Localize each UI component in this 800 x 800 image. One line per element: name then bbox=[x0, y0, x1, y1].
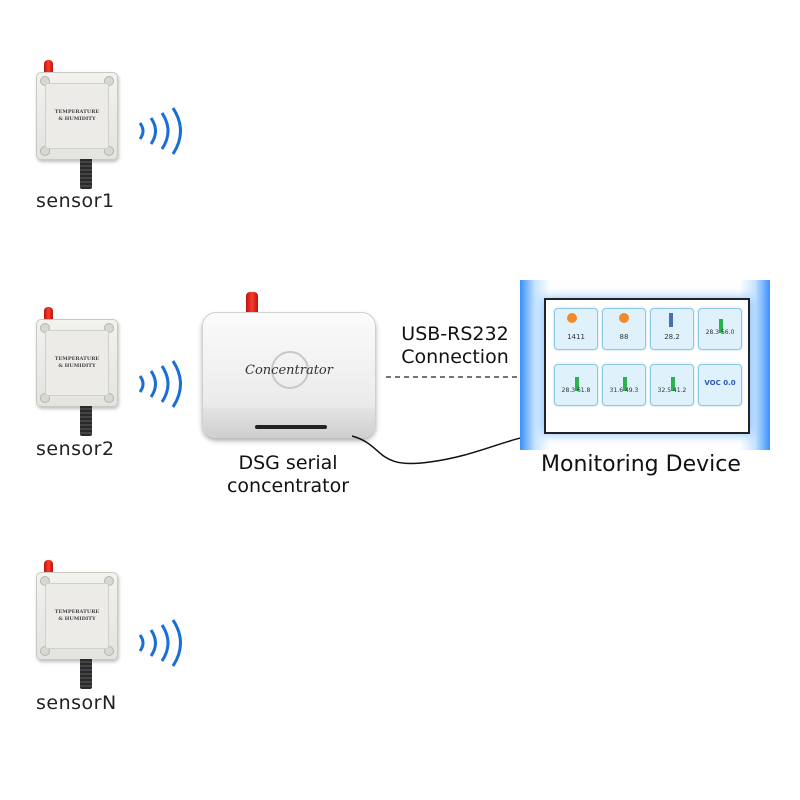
sensor-probe bbox=[80, 406, 92, 436]
screen-tile-value: 1411 bbox=[567, 333, 585, 341]
sensor-device-text-2: & HUMIDITY bbox=[58, 616, 96, 622]
wireless-signal-icon bbox=[138, 619, 182, 667]
monitoring-device-label: Monitoring Device bbox=[541, 452, 741, 477]
sensor-probe bbox=[80, 659, 92, 689]
sensor-label: sensorN bbox=[36, 692, 117, 714]
connection-label-line1: USB-RS232 bbox=[401, 323, 509, 345]
wireless-signal-icon bbox=[138, 107, 182, 155]
screen-tile-value: 88 bbox=[619, 333, 629, 341]
sensor-n: TEMPERATURE & HUMIDITY sensorN bbox=[30, 558, 190, 718]
sensor-device-text-2: & HUMIDITY bbox=[58, 363, 96, 369]
antenna-icon bbox=[246, 292, 258, 316]
antenna-icon bbox=[44, 307, 53, 321]
screen-tile-value: 31.6 49.3 bbox=[609, 387, 639, 394]
connection-label-line2: Connection bbox=[401, 346, 509, 368]
screen-tile-value: 28.2 bbox=[664, 333, 680, 341]
concentrator-label-line1: DSG serial bbox=[238, 452, 338, 474]
screen-tile-value: VOC 0.0 bbox=[704, 379, 736, 387]
screen-tile-value: 32.5 41.2 bbox=[657, 387, 687, 394]
sensor-device-text-2: & HUMIDITY bbox=[58, 116, 96, 122]
concentrator-label-line2: concentrator bbox=[226, 475, 350, 497]
concentrator-label: DSG serial concentrator bbox=[210, 452, 366, 498]
sensor-device: TEMPERATURE & HUMIDITY bbox=[36, 72, 118, 160]
sensor-device-text-1: TEMPERATURE bbox=[54, 356, 100, 362]
sensor-device-text-1: TEMPERATURE bbox=[54, 609, 100, 615]
usb-cable bbox=[351, 431, 549, 465]
concentrator-device-text: Concentrator bbox=[245, 363, 333, 378]
sensor-device: TEMPERATURE & HUMIDITY bbox=[36, 319, 118, 407]
sensor-device: TEMPERATURE & HUMIDITY bbox=[36, 572, 118, 660]
screen-tile-value: 28.3 61.8 bbox=[561, 387, 591, 394]
sensor-device-text-1: TEMPERATURE bbox=[54, 109, 100, 115]
antenna-icon bbox=[44, 60, 53, 74]
sensor-2: TEMPERATURE & HUMIDITY sensor2 bbox=[30, 305, 190, 465]
sensor-label: sensor2 bbox=[36, 438, 115, 460]
connection-label: USB-RS232 Connection bbox=[390, 323, 520, 369]
sensor-probe bbox=[80, 159, 92, 189]
wireless-signal-icon bbox=[138, 360, 182, 408]
screen-tile-value: 28.3 56.0 bbox=[705, 329, 735, 336]
antenna-icon bbox=[44, 560, 53, 574]
sensor-1: TEMPERATURE & HUMIDITY sensor1 bbox=[30, 58, 190, 218]
monitor-screen: 1411 88 28.2 28.3 56.0 28.3 61.8 31.6 49… bbox=[544, 298, 750, 434]
sensor-label: sensor1 bbox=[36, 190, 115, 212]
concentrator-device: Concentrator bbox=[202, 292, 376, 440]
monitoring-device: 1411 88 28.2 28.3 56.0 28.3 61.8 31.6 49… bbox=[520, 280, 770, 450]
